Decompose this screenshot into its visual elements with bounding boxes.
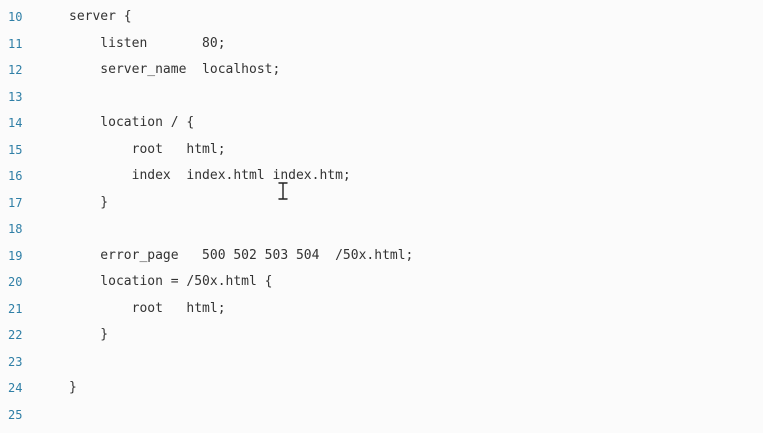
line-number: 14	[8, 116, 23, 130]
code-line-25: 25	[0, 402, 763, 429]
code-text[interactable]: }	[69, 327, 109, 342]
code-text[interactable]: listen 80;	[69, 35, 226, 51]
code-line-18: 18	[0, 216, 763, 243]
line-number: 25	[8, 407, 23, 422]
code-text[interactable]: server {	[69, 9, 132, 24]
line-number: 21	[8, 301, 23, 316]
code-text[interactable]: index index.html index.htm;	[69, 168, 351, 183]
code-line-17: 17 }	[0, 190, 763, 217]
line-number: 15	[8, 142, 23, 157]
code-text[interactable]: location / {	[69, 115, 195, 130]
code-line-15: 15 root html;	[0, 137, 763, 164]
code-text[interactable]: }	[69, 194, 109, 210]
code-text[interactable]: server_name localhost;	[69, 62, 281, 77]
line-number: 16	[8, 169, 23, 183]
code-text[interactable]: error_page 500 502 503 504 /50x.html;	[69, 247, 414, 263]
code-text[interactable]: root html;	[69, 300, 226, 316]
code-text[interactable]: }	[69, 380, 77, 395]
code-line-23: 23	[0, 349, 763, 376]
code-line-12: 12 server_name localhost;	[0, 57, 763, 84]
code-text[interactable]: location = /50x.html {	[69, 274, 273, 289]
line-number: 12	[8, 63, 23, 77]
line-number: 13	[8, 89, 23, 104]
code-line-19: 19 error_page 500 502 503 504 /50x.html;	[0, 243, 763, 270]
line-number: 11	[8, 36, 23, 51]
code-line-21: 21 root html;	[0, 296, 763, 323]
code-line-16: 16 index index.html index.htm;	[0, 163, 763, 190]
line-number: 18	[8, 222, 23, 236]
line-number: 19	[8, 248, 23, 263]
code-line-24: 24 }	[0, 375, 763, 402]
code-line-10: 10 server {	[0, 4, 763, 31]
code-line-22: 22 }	[0, 322, 763, 349]
line-number: 17	[8, 195, 23, 210]
line-number: 10	[8, 10, 23, 24]
code-line-14: 14 location / {	[0, 110, 763, 137]
code-line-11: 11 listen 80;	[0, 31, 763, 58]
line-number: 24	[8, 381, 23, 395]
code-line-13: 13	[0, 84, 763, 111]
line-number: 23	[8, 354, 23, 369]
code-line-20: 20 location = /50x.html {	[0, 269, 763, 296]
code-text[interactable]: root html;	[69, 141, 226, 157]
line-number: 22	[8, 328, 23, 342]
line-number: 20	[8, 275, 23, 289]
